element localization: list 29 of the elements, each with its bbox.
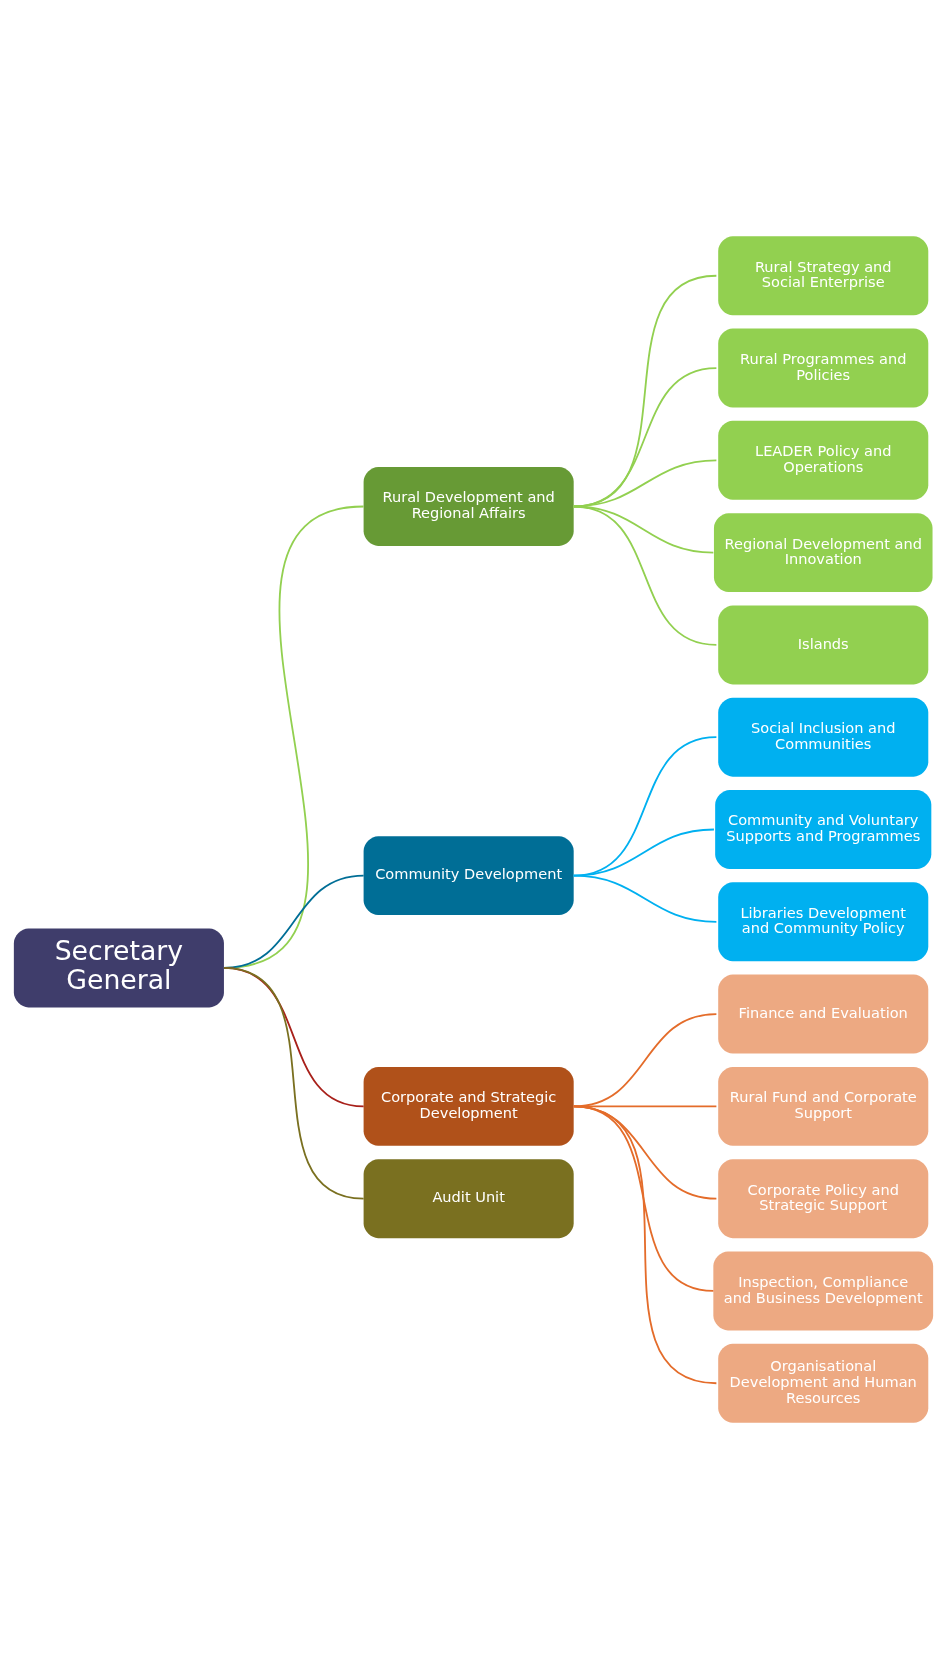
node-box: Social Inclusion and Communities (717, 697, 928, 777)
node-box: Rural Programmes and Policies (717, 328, 928, 407)
node-box: Inspection, Compliance and Business Development (712, 1251, 933, 1330)
connector (572, 1012, 717, 1107)
connector (572, 505, 717, 646)
node-box: Community and Voluntary Supports and Programmes (714, 789, 931, 869)
node-box: Secretary General (13, 927, 224, 1007)
node-box: Corporate and Strategic Development (363, 1066, 574, 1146)
node-box: Rural Strategy and Social Enterprise (717, 235, 928, 315)
connector (572, 458, 717, 507)
connector (572, 874, 717, 923)
connector (572, 366, 717, 507)
connector (572, 1104, 717, 1107)
connector (572, 1104, 714, 1292)
node-box: Rural Development and Regional Affairs (363, 466, 574, 546)
node-box: Regional Development and Innovation (713, 512, 933, 592)
node-box: Audit Unit (363, 1158, 574, 1238)
node-box: Libraries Development and Community Policy (717, 881, 928, 961)
connector (572, 274, 717, 507)
connector (572, 1104, 717, 1200)
node-box: Rural Fund and Corporate Support (717, 1066, 928, 1146)
node-box: Organisational Development and Human Resources (717, 1343, 928, 1423)
connector (572, 1104, 717, 1384)
connector (222, 966, 364, 1200)
node-box: Finance and Evaluation (717, 974, 928, 1054)
node-box: Corporate Policy and Strategic Support (717, 1158, 928, 1238)
node-box: LEADER Policy and Operations (717, 420, 928, 500)
node-box: Community Development (363, 835, 574, 915)
node-box: Islands (717, 604, 928, 684)
